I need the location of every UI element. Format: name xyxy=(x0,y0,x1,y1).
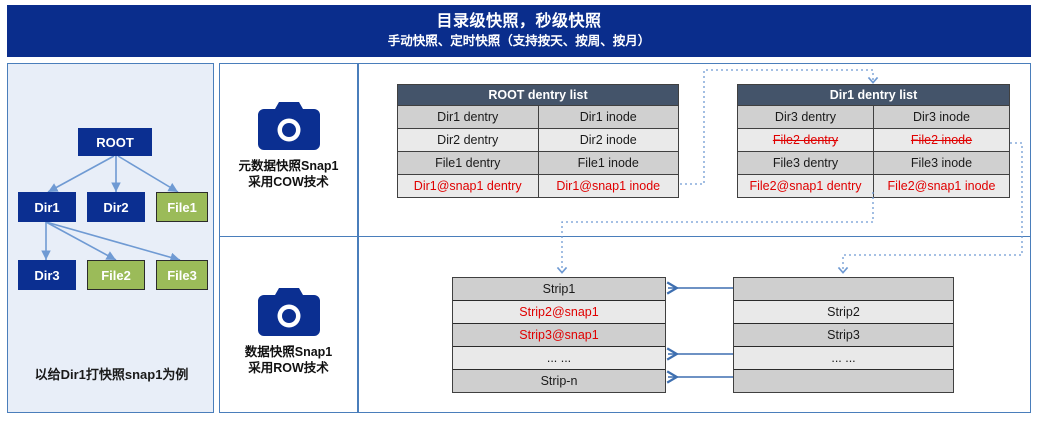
cell-inode: File2 inode xyxy=(910,133,973,147)
list-item: Strip2@snap1 xyxy=(453,301,665,324)
tree-node-file1[interactable]: File1 xyxy=(156,192,208,222)
table-row: Dir2 dentry Dir2 inode xyxy=(398,129,678,152)
table-row: Dir1 dentry Dir1 inode xyxy=(398,106,678,129)
tree-connector-lines xyxy=(41,155,181,262)
icon-panel: 元数据快照Snap1 采用COW技术 数据快照Snap1 采用ROW技术 xyxy=(219,63,358,413)
list-item: ... ... xyxy=(734,347,953,370)
cell-inode: File1 inode xyxy=(577,156,639,170)
data-snapshot-block: 数据快照Snap1 采用ROW技术 xyxy=(220,284,357,376)
cell-dentry: File2@snap1 dentry xyxy=(738,175,874,197)
cell-inode: Dir1 inode xyxy=(579,110,637,124)
root-dentry-table: ROOT dentry list Dir1 dentry Dir1 inode … xyxy=(397,84,679,198)
table-row: Dir3 dentry Dir3 inode xyxy=(738,106,1009,129)
data-snapshot-label-line1: 数据快照Snap1 xyxy=(244,345,333,359)
header-banner: 目录级快照，秒级快照 手动快照、定时快照（支持按天、按周、按月） xyxy=(7,5,1031,57)
list-item: Strip2 xyxy=(734,301,953,324)
table-row: File2@snap1 dentry File2@snap1 inode xyxy=(738,175,1009,197)
cell-dentry: Dir1@snap1 dentry xyxy=(398,175,539,197)
tree-node-dir3[interactable]: Dir3 xyxy=(18,260,76,290)
list-item xyxy=(734,278,953,301)
tree-node-file3[interactable]: File3 xyxy=(156,260,208,290)
strip-table-left: Strip1 Strip2@snap1 Strip3@snap1 ... ...… xyxy=(452,277,666,393)
table-row: File3 dentry File3 inode xyxy=(738,152,1009,175)
cell-dentry: File3 dentry xyxy=(738,152,874,174)
banner-title: 目录级快照，秒级快照 xyxy=(436,13,602,30)
cell-inode: File2@snap1 inode xyxy=(887,179,996,193)
camera-icon xyxy=(257,288,320,336)
tree-node-root[interactable]: ROOT xyxy=(78,128,152,156)
tree-panel: ROOT Dir1 Dir2 File1 Dir3 File2 File3 以给… xyxy=(7,63,214,413)
cell-dentry: File1 dentry xyxy=(398,152,539,174)
list-item: Strip1 xyxy=(453,278,665,301)
tree-node-file2[interactable]: File2 xyxy=(87,260,145,290)
banner-subtitle: 手动快照、定时快照（支持按天、按周、按月） xyxy=(387,34,651,48)
meta-snapshot-block: 元数据快照Snap1 采用COW技术 xyxy=(220,98,357,190)
table-row: Dir1@snap1 dentry Dir1@snap1 inode xyxy=(398,175,678,197)
strip-table-right: Strip2 Strip3 ... ... xyxy=(733,277,954,393)
list-item: Strip3 xyxy=(734,324,953,347)
table-row: File2 dentry File2 inode xyxy=(738,129,1009,152)
cell-inode: Dir2 inode xyxy=(579,133,637,147)
dir1-dentry-table: Dir1 dentry list Dir3 dentry Dir3 inode … xyxy=(737,84,1010,198)
meta-snapshot-label-line1: 元数据快照Snap1 xyxy=(238,159,339,173)
tree-node-dir2[interactable]: Dir2 xyxy=(87,192,145,222)
root-dentry-table-header: ROOT dentry list xyxy=(398,85,678,106)
dir1-dentry-table-header: Dir1 dentry list xyxy=(738,85,1009,106)
meta-snapshot-label-line2: 采用COW技术 xyxy=(248,175,329,189)
list-item xyxy=(734,370,953,392)
list-item: ... ... xyxy=(453,347,665,370)
list-item: Strip-n xyxy=(453,370,665,392)
cell-dentry: Dir1 dentry xyxy=(398,106,539,128)
table-row: File1 dentry File1 inode xyxy=(398,152,678,175)
cell-inode: Dir1@snap1 inode xyxy=(556,179,661,193)
data-snapshot-label-line2: 采用ROW技术 xyxy=(248,361,329,375)
list-item: Strip3@snap1 xyxy=(453,324,665,347)
tree-caption: 以给Dir1打快照snap1为例 xyxy=(34,367,189,382)
camera-icon xyxy=(257,102,320,150)
tree-node-dir1[interactable]: Dir1 xyxy=(18,192,76,222)
panel-divider xyxy=(219,236,1031,237)
cell-dentry: File2 dentry xyxy=(738,129,874,151)
cell-dentry: Dir3 dentry xyxy=(738,106,874,128)
cell-inode: File3 inode xyxy=(910,156,973,170)
cell-inode: Dir3 inode xyxy=(913,110,970,124)
cell-dentry: Dir2 dentry xyxy=(398,129,539,151)
